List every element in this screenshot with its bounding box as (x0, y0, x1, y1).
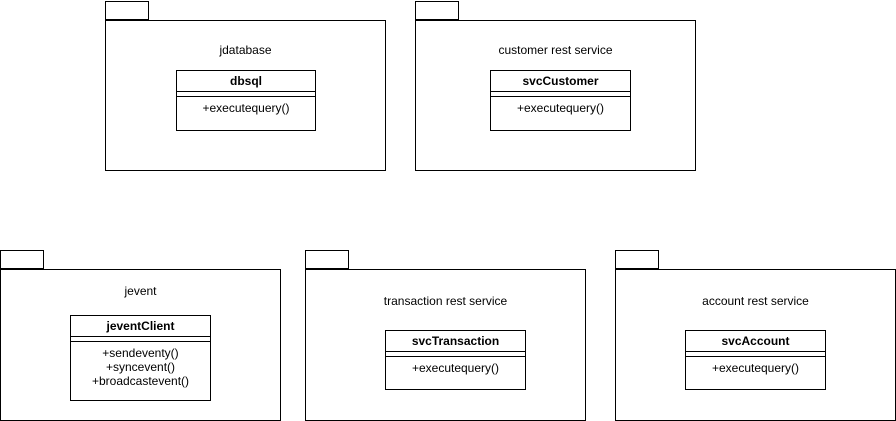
class-operations-section: +executequery() (686, 357, 825, 375)
class-name: svcAccount (686, 331, 825, 352)
package-name: jdatabase (219, 43, 272, 57)
class-operations-section: +executequery() (177, 97, 315, 115)
package-tab (105, 1, 149, 20)
package-tab (305, 250, 349, 269)
class-attributes-section (491, 92, 630, 97)
package-name: transaction rest service (383, 294, 508, 308)
class-dbsql[interactable]: dbsql +executequery() (176, 70, 316, 131)
package-tab (415, 1, 459, 20)
class-operation: +executequery() (202, 101, 290, 115)
class-attributes-section (71, 337, 210, 342)
package-name: account rest service (702, 294, 809, 308)
package-tab (0, 250, 44, 269)
class-attributes-section (386, 352, 525, 357)
class-operation: +broadcastevent() (91, 374, 190, 388)
class-operation: +sendeventy() (102, 346, 179, 360)
class-attributes-section (177, 92, 315, 97)
class-operation: +executequery() (516, 101, 605, 115)
package-customer-rest-service[interactable]: customer rest service svcCustomer +execu… (415, 1, 696, 171)
class-name: svcTransaction (386, 331, 525, 352)
package-tab (615, 250, 659, 269)
package-transaction-rest-service[interactable]: transaction rest service svcTransaction … (305, 250, 586, 421)
class-operations-section: +executequery() (491, 97, 630, 115)
package-name: customer rest service (498, 43, 613, 57)
class-name: dbsql (177, 71, 315, 92)
class-operations-section: +sendeventy() +syncevent() +broadcasteve… (71, 342, 210, 388)
class-operation: +executequery() (411, 361, 500, 375)
package-jevent[interactable]: jevent jeventClient +sendeventy() +synce… (0, 250, 281, 421)
class-jeventclient[interactable]: jeventClient +sendeventy() +syncevent() … (70, 315, 211, 401)
class-svccustomer[interactable]: svcCustomer +executequery() (490, 70, 631, 131)
class-name: jeventClient (71, 316, 210, 337)
class-svcaccount[interactable]: svcAccount +executequery() (685, 330, 826, 390)
class-operation: +syncevent() (105, 360, 176, 374)
package-name: jevent (124, 284, 157, 298)
class-attributes-section (686, 352, 825, 357)
package-account-rest-service[interactable]: account rest service svcAccount +execute… (615, 250, 896, 421)
class-svctransaction[interactable]: svcTransaction +executequery() (385, 330, 526, 390)
class-operations-section: +executequery() (386, 357, 525, 375)
class-operation: +executequery() (711, 361, 800, 375)
package-jdatabase[interactable]: jdatabase dbsql +executequery() (105, 1, 386, 171)
class-name: svcCustomer (491, 71, 630, 92)
